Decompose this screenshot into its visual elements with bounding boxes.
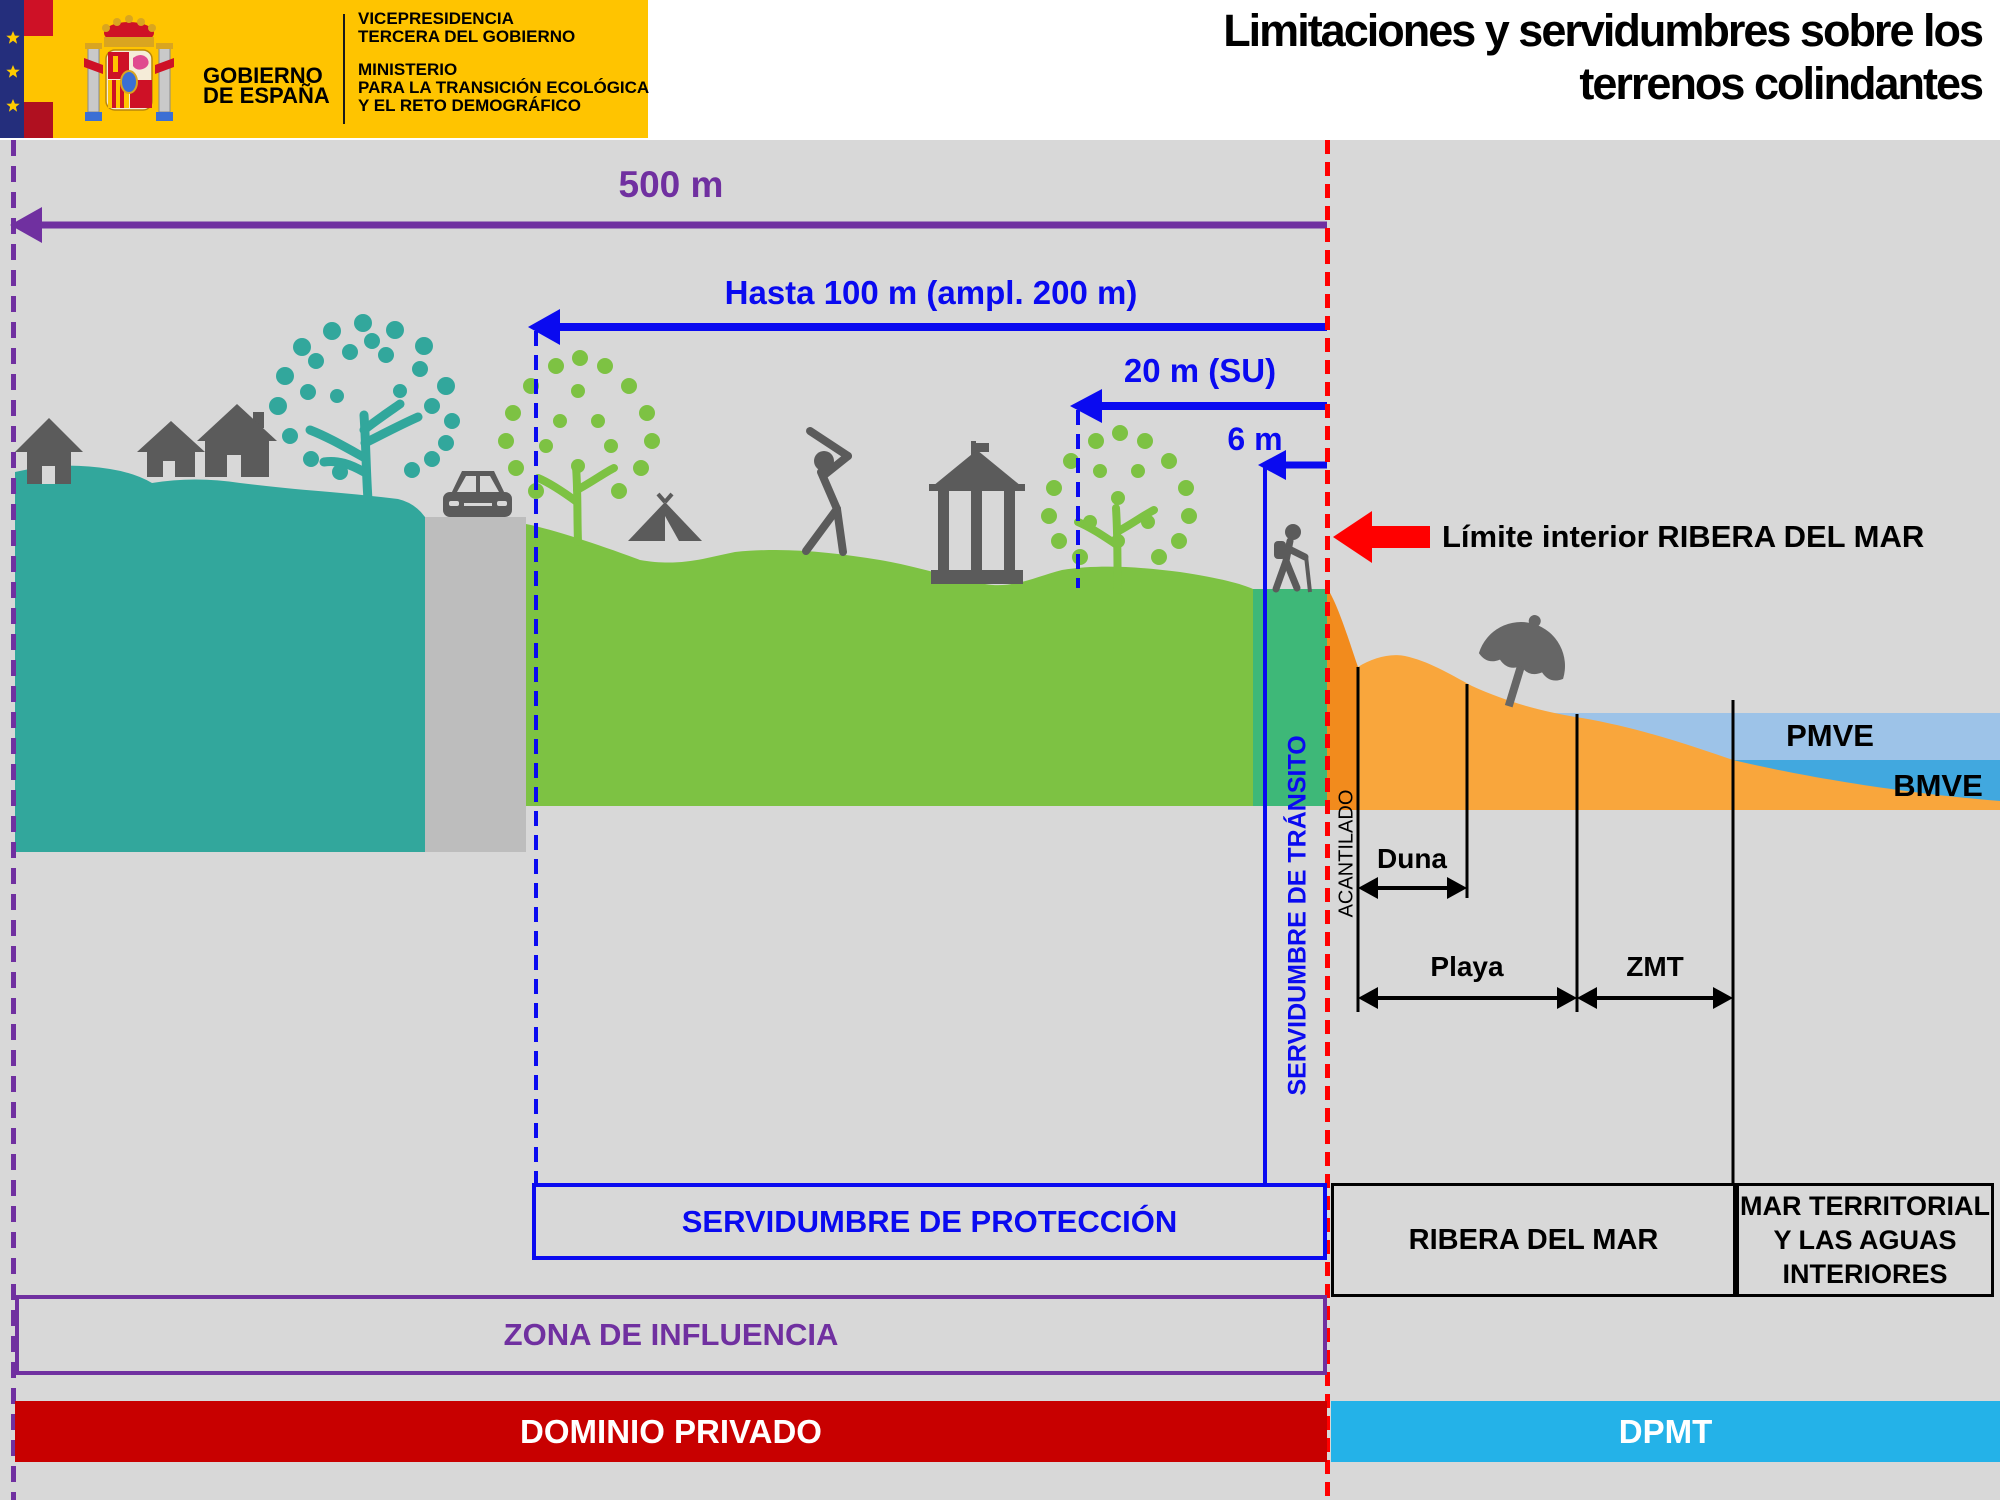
- bar-dpmt-label: DPMT: [1618, 1412, 1713, 1450]
- playa-arrow: [1358, 987, 1577, 1009]
- beach-sand: [1358, 655, 2000, 810]
- label-duna: Duna: [1377, 843, 1447, 874]
- box-servidumbre-proteccion: SERVIDUMBRE DE PROTECCIÓN: [532, 1183, 1327, 1260]
- green-tree-b-canopy: [1041, 425, 1197, 565]
- box-zona-influencia-label: ZONA DE INFLUENCIA: [503, 1317, 839, 1352]
- box-ribera-del-mar: RIBERA DEL MAR: [1331, 1183, 1736, 1297]
- terrain-urban-teal: [15, 465, 425, 852]
- teal-tree-icon: [305, 399, 423, 505]
- arrow-6m: [1258, 450, 1327, 480]
- logo-divider: [343, 14, 345, 124]
- ministry-wordmark: VICEPRESIDENCIA TERCERA DEL GOBIERNO MIN…: [358, 9, 650, 115]
- cliff-dark-orange: [1327, 588, 1358, 810]
- label-6m: 6 m: [1227, 421, 1283, 457]
- label-bmve: BMVE: [1893, 768, 1983, 803]
- terrain-green: [526, 524, 1253, 806]
- box-mar-territorial-label: MAR TERRITORIAL Y LAS AGUAS INTERIORES: [1740, 1191, 1990, 1289]
- box-zona-influencia: ZONA DE INFLUENCIA: [15, 1295, 1327, 1375]
- car-icon: [443, 471, 512, 517]
- limit-500m-dashed-line: [11, 140, 16, 1500]
- bar-dominio-privado: DOMINIO PRIVADO: [15, 1401, 1327, 1462]
- coat-of-arms-icon: [84, 15, 174, 121]
- golfer-icon: [802, 427, 852, 556]
- gobierno-wordmark: GOBIERNO DE ESPAÑA: [203, 63, 330, 108]
- label-pmve: PMVE: [1786, 718, 1874, 753]
- spain-flag-icon: [24, 0, 53, 138]
- hiker-icon: [1272, 524, 1312, 593]
- su-dashed-line: [1076, 410, 1080, 588]
- road: [425, 517, 526, 852]
- umbrella-icon: [1478, 615, 1565, 708]
- label-500m: 500 m: [618, 164, 724, 205]
- transito-solid-line: [1263, 465, 1267, 1183]
- arrow-500m: [10, 207, 1327, 243]
- bar-dominio-privado-label: DOMINIO PRIVADO: [520, 1412, 822, 1450]
- gobierno-logo: [0, 0, 648, 138]
- gazebo-icon: [929, 441, 1025, 584]
- arrow-hasta100: [528, 309, 1327, 345]
- box-servidumbre-proteccion-label: SERVIDUMBRE DE PROTECCIÓN: [681, 1203, 1178, 1239]
- label-hasta100: Hasta 100 m (ampl. 200 m): [724, 274, 1138, 311]
- proteccion-dashed-line: [534, 331, 538, 1183]
- green-tree-a-icon: [534, 462, 618, 546]
- limite-interior-arrow-icon: [1333, 511, 1430, 563]
- label-zmt: ZMT: [1626, 951, 1684, 982]
- duna-arrow: [1358, 877, 1467, 899]
- label-limite-interior: Límite interior RIBERA DEL MAR: [1442, 519, 1925, 554]
- ribera-limit-dashed-line: [1325, 140, 1330, 1500]
- label-playa: Playa: [1430, 951, 1504, 982]
- teal-tree-canopy: [269, 314, 460, 480]
- zmt-arrow: [1577, 987, 1733, 1009]
- box-mar-territorial: MAR TERRITORIAL Y LAS AGUAS INTERIORES: [1736, 1183, 1994, 1297]
- beach-dimension-lines: [1356, 667, 1735, 1183]
- golfer-head: [814, 451, 834, 471]
- page-title: Limitaciones y servidumbres sobre los te…: [1223, 5, 1984, 110]
- green-tree-a-canopy: [498, 350, 660, 499]
- tent-icon: [628, 492, 702, 541]
- box-ribera-del-mar-label: RIBERA DEL MAR: [1408, 1223, 1659, 1256]
- label-servidumbre-transito: SERVIDUMBRE DE TRÁNSITO: [1283, 735, 1312, 1096]
- houses-icon: [15, 404, 277, 484]
- label-20m: 20 m (SU): [1123, 352, 1277, 389]
- arrow-20m: [1070, 389, 1327, 423]
- bar-dpmt: DPMT: [1331, 1401, 2000, 1462]
